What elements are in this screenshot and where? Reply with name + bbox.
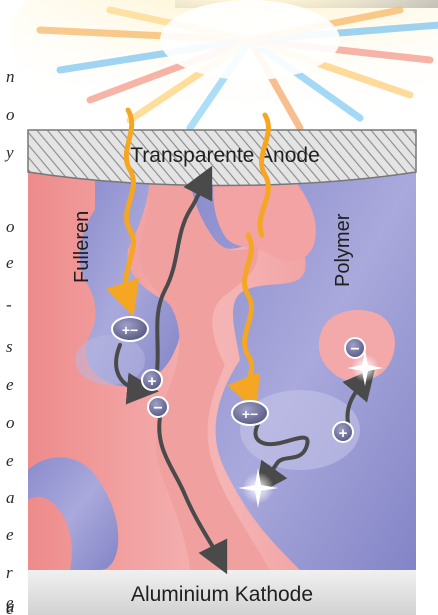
svg-text:+: + — [339, 425, 348, 442]
electron-charge-right: − — [345, 338, 365, 358]
margin-glyph: e — [6, 253, 14, 272]
svg-text:+−: +− — [122, 322, 138, 338]
hole-charge-right: + — [333, 422, 353, 442]
margin-glyph: o — [6, 105, 15, 124]
cathode-label: Aluminium Kathode — [131, 583, 313, 606]
margin-glyph: o — [6, 413, 15, 432]
margin-glyph: n — [6, 67, 15, 86]
margin-glyph: s — [6, 337, 13, 356]
svg-text:−: − — [350, 341, 359, 358]
svg-text:+−: +− — [242, 406, 258, 422]
svg-text:−: − — [153, 400, 162, 417]
margin-glyph: o — [6, 217, 15, 236]
svg-text:+: + — [148, 373, 157, 390]
margin-glyph: y — [4, 143, 14, 162]
margin-glyph: e — [6, 375, 14, 394]
margin-glyph: r — [6, 563, 13, 582]
margin-glyph: a — [6, 488, 15, 507]
margin-glyph: e — [6, 451, 14, 470]
sunlight-burst — [10, 0, 438, 150]
hole-charge-left: + — [142, 370, 162, 390]
exciton-bubble-left: +− — [112, 317, 148, 341]
fulleren-label: Fulleren — [71, 211, 93, 283]
exciton-bubble-center: +− — [232, 401, 268, 425]
electron-charge-left: − — [148, 397, 168, 417]
margin-glyph: e — [6, 599, 14, 615]
margin-glyph: - — [6, 295, 12, 314]
anode-label: Transparente Anode — [130, 144, 320, 167]
margin-glyph: e — [6, 525, 14, 544]
polymer-label: Polymer — [332, 213, 354, 287]
